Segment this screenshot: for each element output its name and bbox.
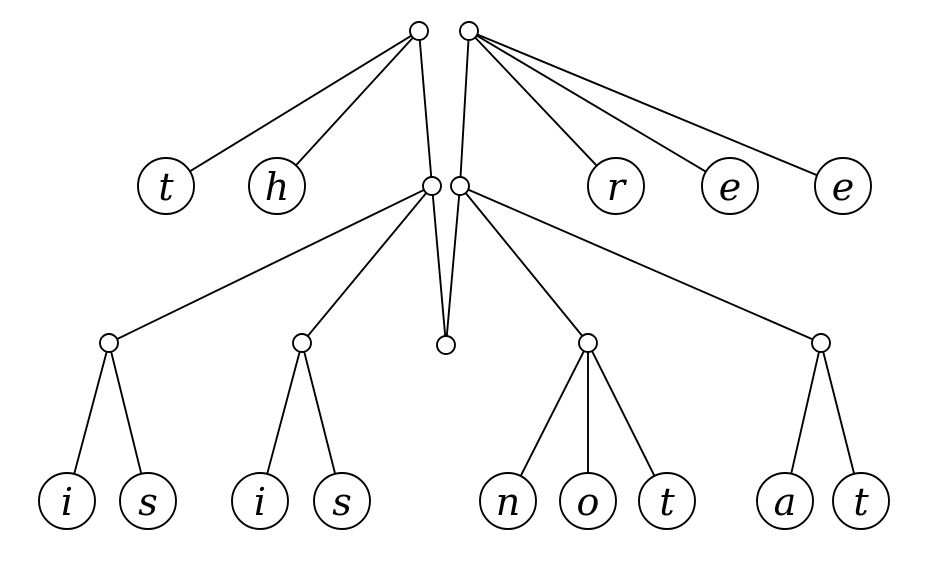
tree-edge	[306, 191, 428, 338]
node-label: s	[138, 480, 158, 524]
tree-edge	[418, 39, 433, 178]
node-label: t	[853, 480, 869, 524]
node-label: a	[774, 480, 797, 524]
tree-leaf-node: i	[38, 472, 96, 530]
tree-leaf-node: i	[231, 472, 289, 530]
node-circle	[832, 472, 890, 530]
tree-internal-node	[409, 21, 429, 41]
tree-leaf-node: a	[756, 472, 814, 530]
tree-edge	[303, 350, 337, 475]
tree-internal-node	[422, 176, 442, 196]
node-label: n	[496, 480, 520, 524]
node-circle	[313, 472, 371, 530]
node-circle	[701, 157, 759, 215]
tree-edge	[464, 192, 584, 337]
tree-internal-node	[811, 333, 831, 353]
tree-leaf-node: t	[832, 472, 890, 530]
node-circle	[814, 157, 872, 215]
tree-edge	[476, 33, 819, 177]
node-layer: t h r e e i s i s n o t a t	[38, 21, 890, 530]
tree-edge	[73, 350, 108, 475]
node-circle	[578, 333, 598, 353]
tree-edge	[445, 194, 461, 337]
tree-edge	[116, 188, 425, 341]
tree-edge	[188, 34, 413, 173]
tree-leaf-node: n	[479, 472, 537, 530]
node-circle	[422, 176, 442, 196]
tree-edge	[294, 36, 414, 167]
tree-leaf-node: t	[638, 472, 696, 530]
tree-leaf-node: s	[313, 472, 371, 530]
node-label: s	[332, 480, 352, 524]
tree-edge	[591, 350, 656, 477]
tree-edge	[475, 34, 707, 173]
tree-leaf-node: s	[119, 472, 177, 530]
node-circle	[459, 21, 479, 41]
node-circle	[479, 472, 537, 530]
node-circle	[638, 472, 696, 530]
node-circle	[811, 333, 831, 353]
node-circle	[99, 333, 119, 353]
tree-internal-node	[292, 333, 312, 353]
tree-edge	[266, 350, 301, 475]
tree-edge	[790, 350, 820, 475]
tree-internal-node	[578, 333, 598, 353]
tree-leaf-node: o	[559, 472, 617, 530]
node-label: i	[61, 480, 73, 524]
node-label: t	[158, 165, 174, 209]
node-label: t	[659, 480, 675, 524]
tree-edge	[110, 350, 143, 475]
node-label: e	[719, 165, 742, 209]
node-circle	[756, 472, 814, 530]
tree-edge	[431, 194, 447, 337]
tree-internal-node	[436, 335, 456, 355]
tree-leaf-node: h	[248, 157, 306, 215]
tree-leaf-node: e	[701, 157, 759, 215]
tree-internal-node	[459, 21, 479, 41]
node-circle	[409, 21, 429, 41]
node-circle	[436, 335, 456, 355]
node-circle	[119, 472, 177, 530]
tree-leaf-node: t	[137, 157, 195, 215]
node-label: h	[265, 165, 289, 209]
tree-edge	[459, 39, 470, 178]
node-circle	[231, 472, 289, 530]
node-label: r	[607, 165, 628, 209]
tree-edge	[467, 188, 814, 341]
node-label: o	[577, 480, 600, 524]
tree-edge	[519, 350, 585, 477]
node-circle	[137, 157, 195, 215]
tree-leaf-node: r	[587, 157, 645, 215]
tree-internal-node	[99, 333, 119, 353]
node-circle	[450, 176, 470, 196]
tree-edge	[822, 350, 856, 475]
node-label: i	[254, 480, 266, 524]
node-circle	[559, 472, 617, 530]
tree-leaf-node: e	[814, 157, 872, 215]
node-circle	[38, 472, 96, 530]
node-circle	[292, 333, 312, 353]
edge-layer	[73, 33, 856, 477]
node-label: e	[832, 165, 855, 209]
node-circle	[248, 157, 306, 215]
tree-internal-node	[450, 176, 470, 196]
tree-edge	[474, 36, 598, 167]
node-circle	[587, 157, 645, 215]
